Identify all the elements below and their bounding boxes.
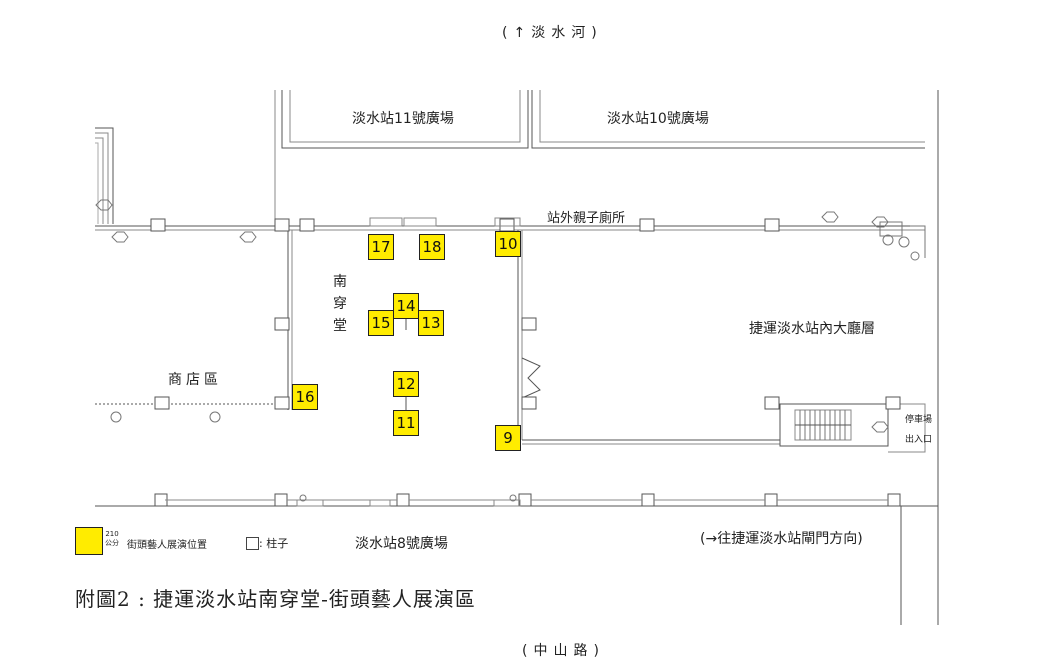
performer-spot-16: 16 xyxy=(292,384,318,410)
legend-pillar-swatch xyxy=(246,537,259,550)
performer-spot-12: 12 xyxy=(393,371,419,397)
plaza-11-label: 淡水站11號廣場 xyxy=(352,111,454,127)
toilet-label: 站外親子廁所 xyxy=(547,211,626,226)
plaza-10-outline xyxy=(531,90,925,149)
legend-size-unit: 公分 xyxy=(105,539,119,547)
performer-spot-14: 14 xyxy=(393,293,419,319)
left-corridor-d xyxy=(95,142,99,224)
toilet-fixtures xyxy=(879,221,926,261)
legend-size-value: 210 xyxy=(105,530,119,538)
gate-direction-label: (→往捷運淡水站閘門方向) xyxy=(700,531,863,547)
performer-spot-13: 13 xyxy=(418,310,444,336)
door-swing xyxy=(521,357,541,399)
performer-spot-15: 15 xyxy=(368,310,394,336)
legend-performer-swatch xyxy=(75,527,103,555)
hall-label: 捷運淡水站內大廳層 xyxy=(749,321,875,337)
left-corridor-b xyxy=(95,132,109,224)
plaza-11-inner xyxy=(289,90,521,143)
performer-spot-10: 10 xyxy=(495,231,521,257)
parking-label: 停車場 xyxy=(905,415,933,425)
staircase-outline xyxy=(779,403,889,447)
legend-pillar-label: : 柱子 xyxy=(259,537,289,550)
left-corridor-a xyxy=(95,127,114,224)
legend-size: 210 公分 xyxy=(105,530,119,548)
trees xyxy=(95,199,889,502)
performer-spot-11: 11 xyxy=(393,410,419,436)
plaza-10-label: 淡水站10號廣場 xyxy=(607,111,709,127)
left-corridor-c xyxy=(95,137,104,224)
legend-performer-label: 街頭藝人展演位置 xyxy=(127,540,207,551)
performer-spot-18: 18 xyxy=(419,234,445,260)
river-label: (↑淡水河) xyxy=(502,25,603,41)
entrance-label: 出入口 xyxy=(905,435,933,445)
plaza-10-inner xyxy=(539,90,925,143)
parking-room xyxy=(888,403,926,453)
performer-spot-9: 9 xyxy=(495,425,521,451)
plaza-11-outline xyxy=(281,90,529,149)
plaza-8-label: 淡水站8號廣場 xyxy=(355,536,448,552)
shop-label: 商店區 xyxy=(168,372,222,388)
top-planters xyxy=(369,217,521,227)
map-caption: 附圖2 : 捷運淡水站南穿堂-街頭藝人展演區 xyxy=(75,587,476,611)
corridor-label: 南穿堂 xyxy=(333,274,347,334)
pillars xyxy=(150,218,901,507)
road-label: (中山路) xyxy=(522,643,605,659)
performer-spot-17: 17 xyxy=(368,234,394,260)
